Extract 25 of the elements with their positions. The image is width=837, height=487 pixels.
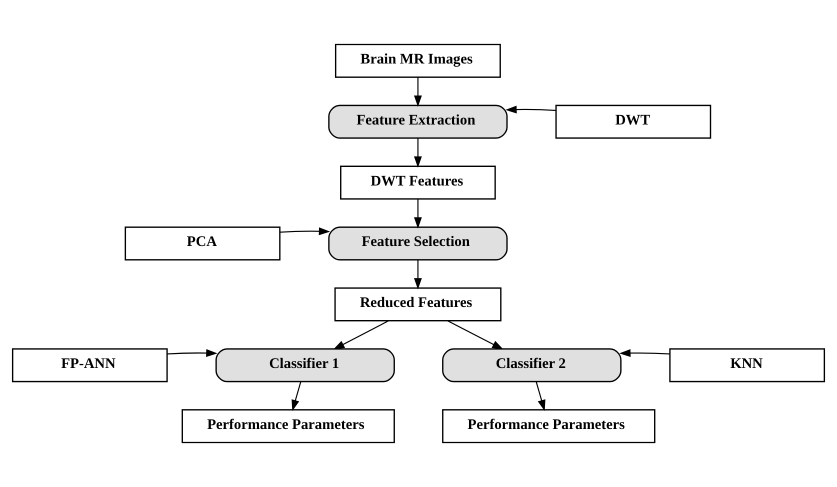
node-box: FP-ANN	[12, 348, 168, 382]
arrow	[292, 382, 302, 412]
node-box: DWT Features	[340, 166, 496, 200]
arrow	[414, 77, 422, 107]
node-box: PCA	[124, 226, 280, 261]
arrow	[167, 349, 218, 358]
arrow	[414, 260, 422, 290]
arrow	[333, 320, 389, 350]
node-box: Performance Parameters	[182, 409, 395, 444]
arrow	[505, 106, 556, 114]
arrow	[414, 138, 422, 168]
node-box: Feature Extraction	[328, 104, 508, 139]
node-box: Classifier 2	[442, 348, 622, 382]
node-box: Reduced Features	[334, 287, 502, 322]
node-box: Classifier 1	[215, 348, 395, 382]
arrow	[447, 320, 504, 350]
node-box: KNN	[669, 348, 826, 382]
arrow	[536, 382, 546, 412]
node-box: Brain MR Images	[334, 44, 501, 78]
node-box: DWT	[555, 104, 712, 139]
arrow	[414, 199, 422, 229]
node-box: Feature Selection	[328, 226, 508, 261]
node-box: Performance Parameters	[442, 409, 656, 444]
arrow	[280, 227, 330, 236]
arrow	[619, 349, 670, 358]
